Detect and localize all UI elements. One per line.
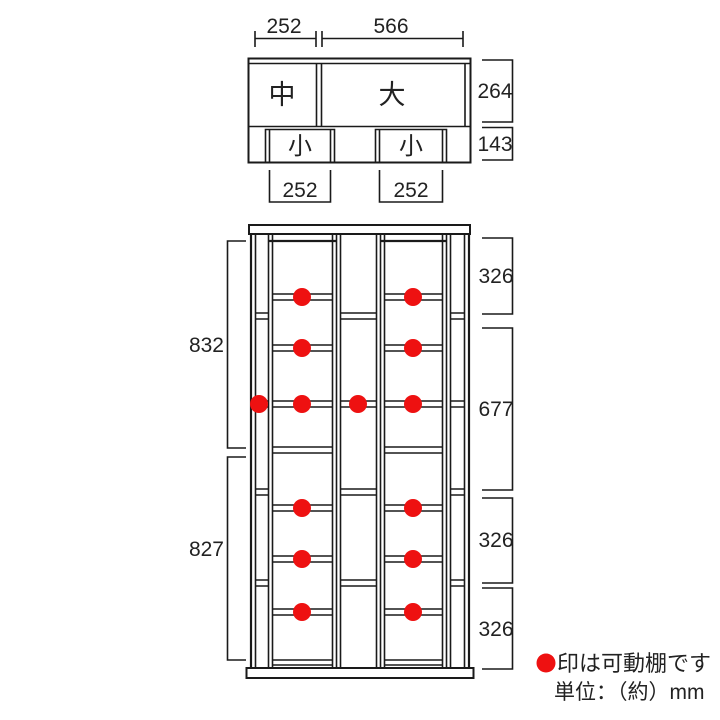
movable-shelf-dot	[250, 395, 268, 413]
top-width-large-label: 566	[373, 15, 408, 38]
compartment-small-right-label: 小	[399, 133, 423, 160]
movable-shelf-dot	[293, 550, 311, 568]
movable-shelf-dot	[404, 339, 422, 357]
compartment-large-label: 大	[379, 80, 406, 110]
front-right-height-lower-middle-label: 326	[478, 529, 513, 552]
front-left-height-lower-label: 827	[189, 538, 224, 561]
movable-shelf-dots	[250, 288, 422, 621]
front-bottom-board	[245, 667, 475, 679]
small-box-left-outline	[264, 128, 336, 162]
small-box-width-dimension-lines	[268, 170, 444, 203]
movable-shelf-dot	[349, 395, 367, 413]
movable-shelf-dot	[293, 288, 311, 306]
top-width-medium-label: 252	[266, 15, 301, 38]
top-view-outline	[247, 57, 472, 164]
front-top-board	[248, 224, 471, 235]
front-left-height-upper-label: 832	[189, 334, 224, 357]
legend: 印は可動棚です 単位：（約）mm	[536, 651, 711, 704]
top-width-dimension-lines	[254, 31, 464, 47]
compartment-medium-label: 中	[269, 80, 296, 110]
bottom-width-left-label: 252	[282, 179, 317, 202]
movable-shelf-dot	[404, 395, 422, 413]
front-view-diagram: 832 827 326 677 326 326	[189, 224, 514, 679]
movable-shelf-dot	[404, 603, 422, 621]
legend-unit-note: 単位：（約）mm	[554, 681, 705, 704]
front-right-height-brackets	[482, 237, 514, 670]
top-view-height-brackets	[482, 59, 514, 161]
front-left-height-brackets	[226, 240, 246, 661]
front-right-height-upper-middle-label: 677	[478, 398, 513, 421]
front-right-height-bottom-label: 326	[478, 618, 513, 641]
top-view-height-upper-label: 264	[477, 80, 512, 103]
top-view-height-lower-label: 143	[477, 133, 512, 156]
front-vertical-lines	[254, 234, 466, 667]
narrow-column-rails	[255, 312, 465, 587]
compartment-small-left-label: 小	[288, 133, 312, 160]
movable-shelf-dot	[293, 499, 311, 517]
movable-shelf-legend-dot	[536, 653, 556, 673]
movable-shelf-dot	[293, 395, 311, 413]
movable-shelf-dot	[404, 499, 422, 517]
top-view-inner-lines	[248, 62, 471, 128]
movable-shelf-dot	[293, 603, 311, 621]
movable-shelf-dot	[293, 339, 311, 357]
bottom-width-right-label: 252	[393, 179, 428, 202]
front-right-height-top-label: 326	[478, 265, 513, 288]
movable-shelf-dot	[404, 550, 422, 568]
front-outer-walls	[249, 234, 471, 668]
legend-movable-note: 印は可動棚です	[557, 651, 711, 676]
top-view-diagram: 252 566 中 大 小 小 264 143 252 252	[247, 15, 514, 203]
movable-shelf-dot	[404, 288, 422, 306]
small-box-right-outline	[374, 128, 448, 162]
